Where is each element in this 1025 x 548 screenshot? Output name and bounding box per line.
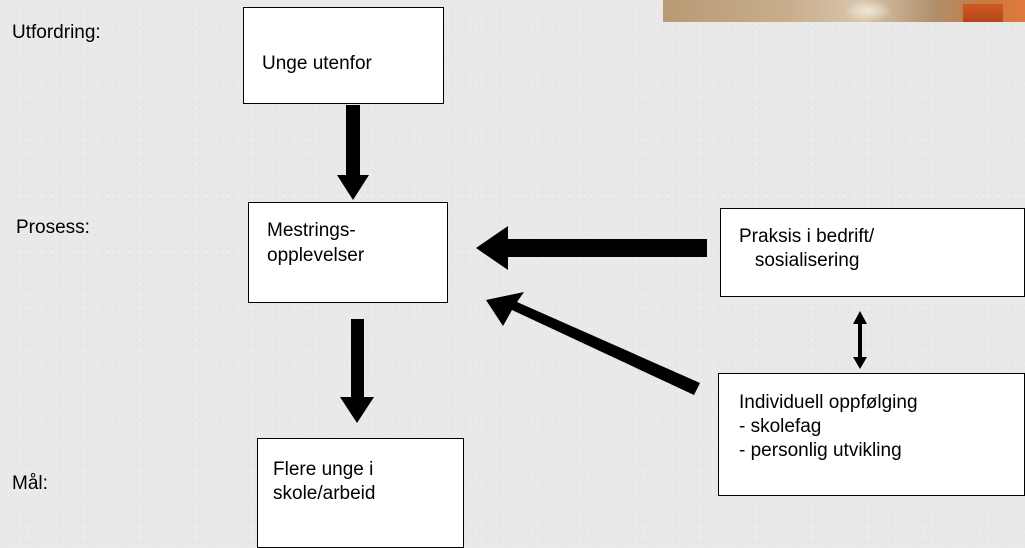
box-practice-line1: Praksis i bedrift/: [739, 226, 875, 247]
photo-highlight: [843, 0, 893, 22]
arrow-down-challenge-to-process: [337, 105, 369, 200]
photo-fragment: [663, 0, 1025, 22]
box-practice: Praksis i bedrift/ sosialisering: [720, 208, 1025, 297]
box-followup: Individuell oppfølging - skolefag - pers…: [718, 373, 1025, 496]
arrow-down-process-to-goal: [340, 319, 374, 423]
box-mastery-line1: Mestrings-: [267, 220, 356, 241]
row-label-challenge: Utfordring:: [12, 22, 101, 43]
box-goal: Flere unge i skole/arbeid: [257, 438, 464, 548]
row-label-goal: Mål:: [12, 473, 48, 494]
box-followup-line3: - personlig utvikling: [739, 440, 902, 461]
arrow-diagonal-followup-to-mastery: [486, 292, 700, 395]
box-followup-line2: - skolefag: [739, 416, 822, 437]
row-label-process: Prosess:: [16, 217, 90, 238]
box-goal-line2: skole/arbeid: [273, 483, 376, 504]
box-practice-line2: sosialisering: [739, 250, 860, 271]
arrow-double-practice-followup: [853, 311, 867, 369]
box-goal-line1: Flere unge i: [273, 459, 374, 480]
photo-orange-object: [963, 4, 1003, 22]
box-young-outside-text: Unge utenfor: [262, 53, 372, 74]
box-mastery-line2: opplevelser: [267, 245, 365, 266]
box-young-outside: Unge utenfor: [243, 7, 444, 104]
box-followup-line1: Individuell oppfølging: [739, 392, 918, 413]
arrows-layer: [337, 105, 867, 423]
arrow-left-practice-to-mastery: [476, 226, 707, 270]
box-mastery: Mestrings- opplevelser: [248, 202, 448, 303]
